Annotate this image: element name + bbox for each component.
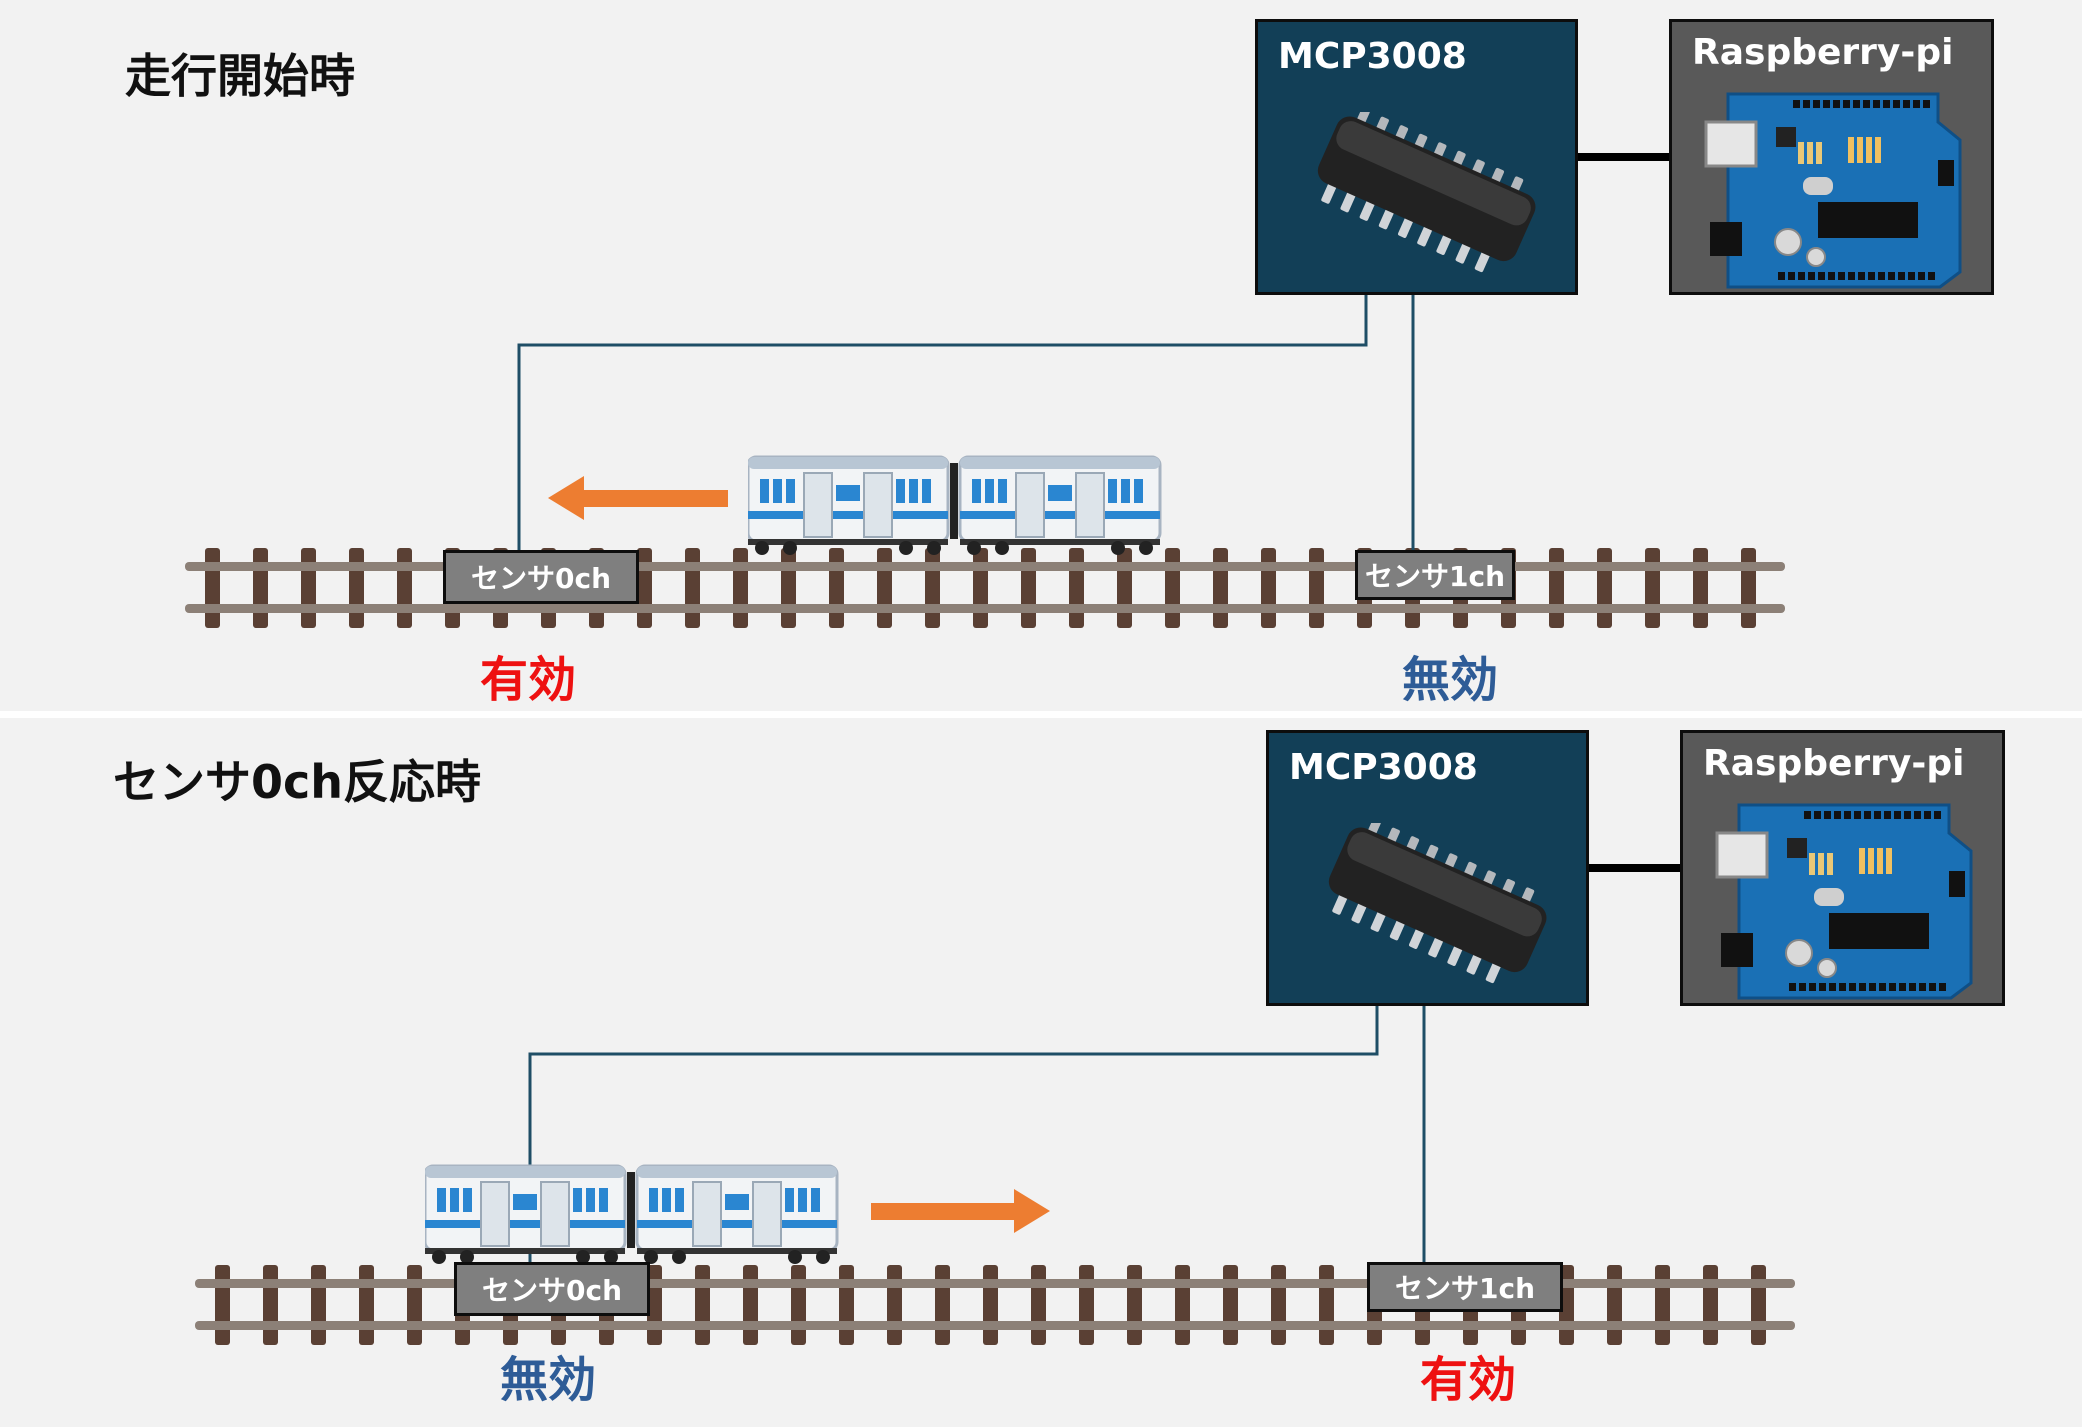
ic-chip-icon — [1317, 112, 1536, 273]
ic-chip-icon — [1328, 823, 1547, 984]
mcp3008-label: MCP3008 — [1278, 36, 1467, 77]
mcp3008-label: MCP3008 — [1289, 747, 1478, 788]
sensor-0ch: センサ0ch — [443, 550, 639, 604]
direction-arrow-icon — [871, 1189, 1050, 1233]
raspberry-pi-label: Raspberry-pi — [1703, 743, 1965, 784]
mcp3008-box: MCP3008 — [1266, 730, 1589, 1006]
sensor-1ch: センサ1ch — [1355, 550, 1515, 600]
train-icon — [425, 1164, 839, 1264]
wire-sensor0 — [517, 293, 1368, 555]
raspberry-pi-board-icon — [1715, 803, 1973, 1000]
train-icon — [748, 455, 1162, 555]
raspberry-pi-box: Raspberry-pi — [1680, 730, 2005, 1006]
raspberry-pi-board-icon — [1704, 92, 1962, 289]
page-title: 走行開始時 — [125, 49, 355, 103]
panel-start: 走行開始時 MCP3008 Raspberry-pi センサ0ch センサ1ch… — [0, 0, 2082, 711]
mcp3008-box: MCP3008 — [1255, 19, 1578, 295]
direction-arrow-icon — [548, 476, 728, 520]
sensor-0ch-state: 有効 — [480, 652, 577, 708]
sensor-1ch: センサ1ch — [1367, 1262, 1563, 1312]
sensor-0ch-state: 無効 — [500, 1352, 597, 1408]
wire-sensor0 — [528, 1004, 1379, 1265]
sensor-0ch: センサ0ch — [454, 1262, 650, 1316]
raspberry-pi-box: Raspberry-pi — [1669, 19, 1994, 295]
raspberry-pi-label: Raspberry-pi — [1692, 32, 1954, 73]
sensor-1ch-state: 有効 — [1420, 1352, 1517, 1408]
sensor-1ch-state: 無効 — [1402, 652, 1499, 708]
page-title: センサ0ch反応時 — [113, 755, 482, 809]
railway-track-icon — [185, 548, 1785, 628]
panel-sensor0-triggered: センサ0ch反応時 MCP3008 Raspberry-pi センサ0ch セン… — [0, 718, 2082, 1427]
